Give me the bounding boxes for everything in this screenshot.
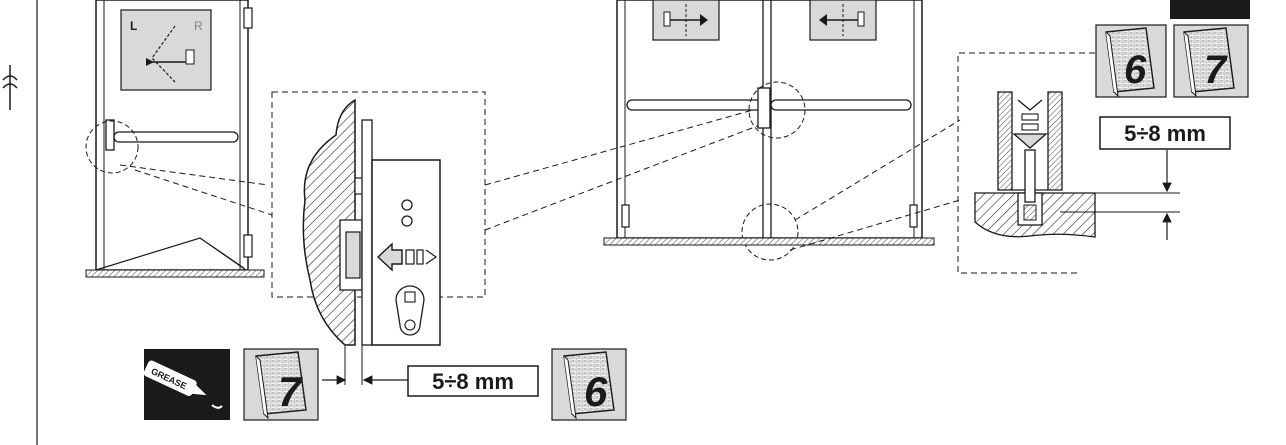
door-swing-edge xyxy=(199,237,245,269)
leaf-icon-left-panel xyxy=(652,0,720,41)
leader-line-2 xyxy=(119,164,269,186)
manual-ref-7-right-number: 7 xyxy=(1204,48,1228,92)
leader-line-1 xyxy=(134,169,273,216)
grease-nozzle-icon xyxy=(191,384,207,396)
manual-ref-7-left: 7 xyxy=(243,348,319,421)
double-door xyxy=(603,0,935,261)
door-profile-left xyxy=(997,91,1013,191)
left-floor xyxy=(85,269,265,278)
manual-book-icon xyxy=(563,351,615,415)
center-lock-case xyxy=(757,87,771,129)
push-bar-right-leaf xyxy=(770,99,912,111)
push-bar-lock-case xyxy=(105,119,115,151)
floor-bolt xyxy=(1024,149,1036,203)
manual-book-spine xyxy=(255,355,269,420)
leaf-icon-right-handle xyxy=(857,11,865,27)
leader-line-3 xyxy=(484,107,761,186)
dimension-label-left-text: 5÷8 mm xyxy=(432,369,514,394)
detail-frame-left xyxy=(271,91,486,298)
lock-detail xyxy=(271,91,486,385)
leader-line-4 xyxy=(484,124,761,231)
swing-direction-icon xyxy=(151,25,176,83)
push-bar xyxy=(113,131,239,143)
leaf-icon-right-arrow-icon xyxy=(819,14,827,26)
dimension-label-left: 5÷8 mm xyxy=(407,365,539,397)
dimension-label-left-box xyxy=(407,365,539,397)
arrow-tail-chevron xyxy=(425,249,438,265)
arrow-tail-block-2 xyxy=(416,249,424,265)
screw-hole-lower xyxy=(401,215,413,227)
insert-arrow-icon xyxy=(376,242,403,272)
manual-book-spine xyxy=(1105,31,1119,98)
leaf-icon-right-panel xyxy=(809,0,877,41)
cylinder-keyway xyxy=(404,319,416,331)
manual-book-spine xyxy=(1183,31,1197,98)
down-arrow-block-1 xyxy=(1021,113,1039,121)
leaf-icon-left-arrow-icon xyxy=(700,14,708,26)
spindle-square xyxy=(404,291,416,303)
left-margin xyxy=(2,0,38,445)
cylinder-hole xyxy=(395,285,425,336)
arrow-left-icon xyxy=(146,58,154,66)
detail-circle-left xyxy=(85,120,139,174)
hinge-top xyxy=(243,7,253,29)
dimension-label-right-box xyxy=(1099,116,1231,150)
hinge-right-leaf xyxy=(909,204,918,228)
detail-circle-center xyxy=(748,81,806,139)
down-arrow-block-2 xyxy=(1021,123,1039,131)
manual-ref-6-right: 6 xyxy=(1095,24,1167,98)
dimension-label-right-text: 5÷8 mm xyxy=(1124,121,1206,146)
dark-panel-top xyxy=(1170,0,1250,19)
grease-panel: GREASE xyxy=(143,349,230,420)
hand-left-label: L xyxy=(130,19,137,33)
leader-line-5 xyxy=(794,119,961,221)
manual-ref-6-bottom-number: 6 xyxy=(584,368,608,415)
handle-icon xyxy=(185,49,195,65)
manual-ref-6-right-number: 6 xyxy=(1124,48,1147,92)
detail-circle-floor xyxy=(741,203,799,261)
hand-panel-bg xyxy=(120,9,212,91)
floor-bolt-detail xyxy=(957,52,1180,274)
manual-book-spine xyxy=(563,355,577,420)
leaf-icon-left-handle xyxy=(663,11,671,27)
door-profile-right xyxy=(1047,91,1063,191)
manual-ref-7-right: 7 xyxy=(1173,24,1249,98)
screw-hole-upper xyxy=(401,199,413,211)
grease-drop-icon xyxy=(211,404,223,409)
down-chevron-icon xyxy=(1017,99,1043,111)
latch-bolt xyxy=(345,231,361,279)
manual-ref-7-left-number: 7 xyxy=(278,368,303,415)
dimension-label-right: 5÷8 mm xyxy=(1099,116,1231,150)
push-bar-left-leaf xyxy=(626,99,764,111)
manual-ref-6-bottom: 6 xyxy=(551,348,627,421)
left-door xyxy=(85,0,265,278)
double-door-floor xyxy=(603,237,935,246)
hand-right-label: R xyxy=(194,19,203,33)
hand-selector-panel: L R xyxy=(120,9,212,91)
floor-socket-insert xyxy=(1023,204,1037,221)
hinge-left-leaf xyxy=(621,204,630,228)
arrow-tail-block-1 xyxy=(405,249,415,265)
frame-strip xyxy=(361,119,373,346)
hinge-mark-icon xyxy=(2,65,18,110)
hinge-bottom xyxy=(243,234,253,258)
down-arrow-icon xyxy=(1012,133,1048,149)
